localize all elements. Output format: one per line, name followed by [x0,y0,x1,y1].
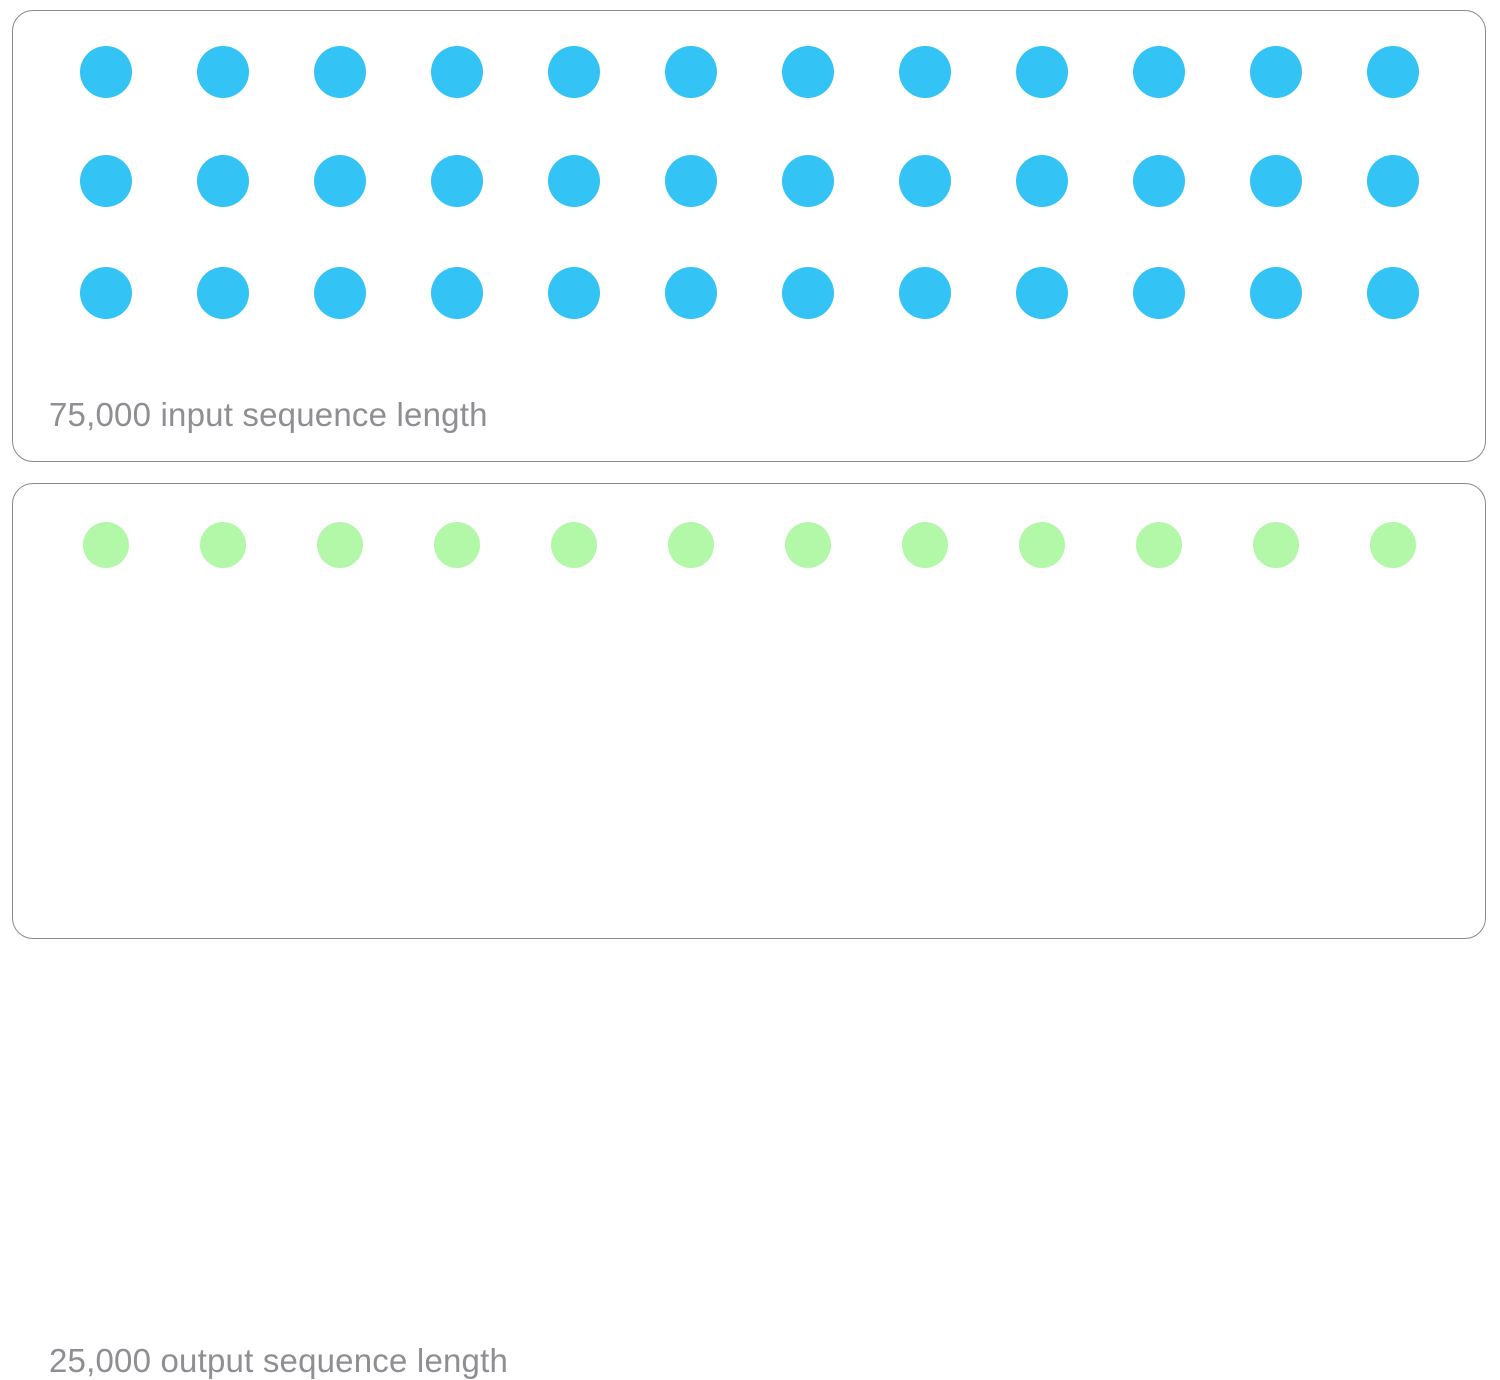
input-token-dot [1016,155,1068,207]
input-sequence-card: 75,000 input sequence length [12,10,1486,462]
input-token-dot [1250,46,1302,98]
output-token-dot [1253,522,1299,568]
input-token-dot [899,46,951,98]
input-token-dot [1367,155,1419,207]
output-token-dot [902,522,948,568]
input-token-dot [1250,267,1302,319]
input-token-dot [665,267,717,319]
input-token-dot [548,155,600,207]
input-token-dot [314,46,366,98]
input-token-dot [1367,46,1419,98]
input-token-dot [80,155,132,207]
output-token-dot [83,522,129,568]
input-token-dot [1133,46,1185,98]
input-token-dot [782,267,834,319]
input-token-dot [665,155,717,207]
input-token-dot [431,267,483,319]
output-token-dot [317,522,363,568]
output-token-dot [785,522,831,568]
input-token-dot [80,46,132,98]
output-token-dot [1370,522,1416,568]
input-dot-row [80,46,1419,98]
input-token-dot [431,155,483,207]
input-token-dot [548,267,600,319]
output-token-dot [668,522,714,568]
input-token-dot [314,267,366,319]
input-token-dot [1133,267,1185,319]
output-token-dot [434,522,480,568]
input-token-dot [1133,155,1185,207]
input-token-dot [782,46,834,98]
output-token-dot [551,522,597,568]
input-token-dot [899,155,951,207]
input-token-dot [197,267,249,319]
input-dot-row [80,155,1419,207]
input-token-dot [1016,267,1068,319]
output-token-dot [1019,522,1065,568]
output-token-dot [200,522,246,568]
input-token-dot [1016,46,1068,98]
input-token-dot [548,46,600,98]
output-dot-row [83,522,1416,568]
input-token-dot [1367,267,1419,319]
input-token-dot [899,267,951,319]
input-token-dot [431,46,483,98]
output-token-dot [1136,522,1182,568]
input-token-dot [80,267,132,319]
output-sequence-label: 25,000 output sequence length [49,1342,509,1379]
input-token-dot [782,155,834,207]
input-token-dot [197,46,249,98]
input-token-dot [1250,155,1302,207]
input-sequence-label: 75,000 input sequence length [49,396,488,433]
input-token-dot [314,155,366,207]
input-token-dot [197,155,249,207]
input-token-dot [665,46,717,98]
input-dot-row [80,267,1419,319]
diagram-canvas: 75,000 input sequence length 25,000 outp… [12,10,1486,1379]
output-sequence-card: 25,000 output sequence length [12,483,1486,1379]
